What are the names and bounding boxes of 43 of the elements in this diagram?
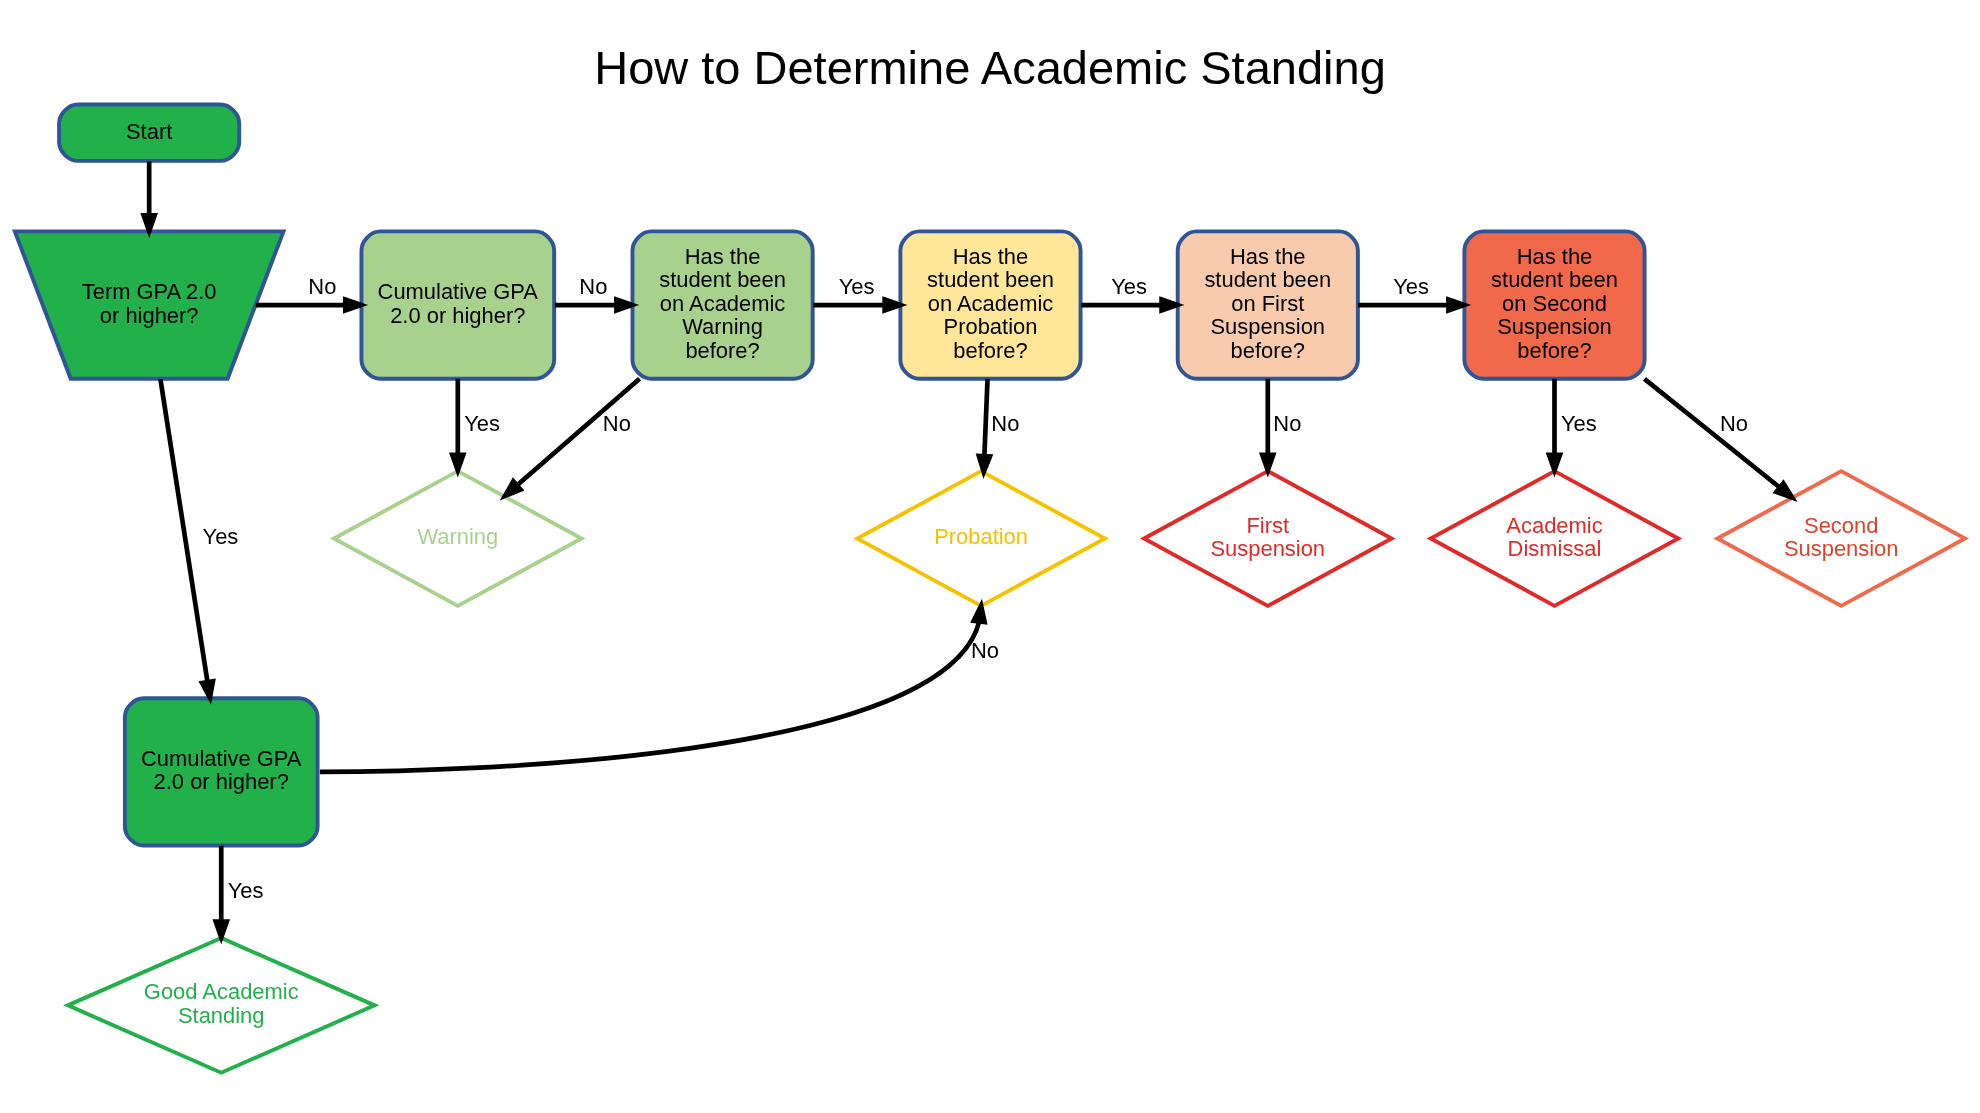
arrow	[255, 296, 369, 314]
arrow	[158, 378, 216, 705]
edge-label: Yes	[838, 274, 875, 300]
node-box: Cumulative GPA 2.0 or higher?	[122, 696, 320, 848]
arrow	[813, 296, 908, 314]
arrow	[212, 845, 231, 945]
node-box: Has the student been on Academic Warning before?	[630, 229, 815, 381]
node-box: Has the student been on First Suspension before?	[1175, 229, 1360, 381]
arrow	[1642, 377, 1798, 502]
node-diamond: Probation	[853, 468, 1109, 609]
edge-label: No	[579, 274, 608, 300]
edge-label: No	[308, 274, 337, 300]
node-diamond: Good Academic Standing	[63, 935, 380, 1075]
arrow	[499, 377, 642, 501]
arrow	[1081, 296, 1185, 314]
arrow	[975, 378, 994, 480]
edge-label: Yes	[202, 524, 239, 550]
edge-label: No	[602, 410, 631, 436]
edge-label: No	[1273, 410, 1302, 436]
node-diamond: First Suspension	[1139, 468, 1396, 609]
arrow	[449, 378, 467, 478]
edge-label: Yes	[1393, 274, 1430, 300]
edge-label: Yes	[1111, 274, 1148, 300]
node-box: Cumulative GPA 2.0 or higher?	[359, 229, 557, 381]
edge-label: Yes	[227, 877, 264, 903]
node-box: Start	[57, 102, 242, 163]
edge-label: No	[970, 637, 1000, 663]
arrow	[1545, 378, 1564, 478]
arrow	[1358, 296, 1472, 314]
edge-label: Yes	[1560, 410, 1597, 436]
edge-label: No	[1719, 410, 1748, 436]
diagram-title: How to Determine Academic Standing	[594, 41, 1386, 95]
node-diamond: Warning	[329, 468, 586, 609]
node-diamond: Second Suspension	[1713, 468, 1970, 609]
node-box: Has the student been on Academic Probation before?	[898, 229, 1083, 381]
arrow	[1259, 378, 1277, 478]
node-diamond: Academic Dismissal	[1426, 468, 1683, 609]
arrow	[319, 598, 988, 775]
node-box: Has the student been on Second Suspension before?	[1462, 229, 1647, 381]
edge-label: No	[991, 410, 1020, 436]
edge-label: Yes	[464, 410, 500, 436]
arrow	[140, 161, 158, 239]
arrow	[554, 296, 640, 314]
